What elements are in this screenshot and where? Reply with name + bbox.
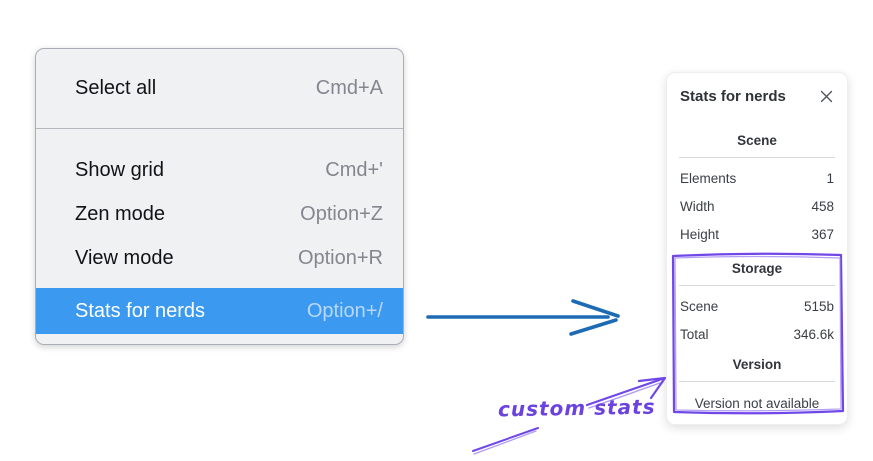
stat-value: 1 [826,170,834,186]
menu-item-shortcut: Option+R [297,246,383,269]
annotation-label: custom stats [497,394,656,422]
stat-row-scene-storage: Scene 515b [667,292,847,320]
version-note: Version not available [694,396,820,411]
menu-item-shortcut: Cmd+A [315,77,383,99]
stat-row-elements: Elements 1 [667,164,847,192]
storage-rows: Scene 515b Total 346.6k [667,292,847,348]
stat-row-height: Height 367 [667,220,847,248]
menu-item-select-all[interactable]: Select all Cmd+A [36,49,403,128]
stat-key: Scene [680,298,719,314]
scene-rows: Elements 1 Width 458 Height 367 [667,164,847,248]
stat-key: Width [680,198,715,214]
close-icon[interactable] [818,88,834,104]
section-header-version: Version [732,357,782,372]
context-menu: Select all Cmd+A Show grid Cmd+' Zen mod… [35,48,404,345]
menu-item-label: Stats for nerds [75,299,206,322]
stats-panel-header: Stats for nerds [667,73,847,106]
section-header-scene: Scene [737,133,777,148]
menu-separator [36,128,403,129]
menu-item-stats-for-nerds[interactable]: Stats for nerds Option+/ [36,288,403,334]
menu-item-label: Zen mode [75,202,166,225]
stats-panel-title: Stats for nerds [680,87,786,105]
stat-key: Total [680,326,709,342]
stat-value: 458 [811,198,834,214]
menu-item-zen-mode[interactable]: Zen mode Option+Z [36,192,403,236]
menu-item-view-mode[interactable]: View mode Option+R [36,236,403,280]
stat-value: 346.6k [793,326,834,342]
section-divider [679,381,835,382]
menu-item-shortcut: Cmd+' [325,158,383,181]
stat-row-width: Width 458 [667,192,847,220]
stat-value: 367 [811,226,834,242]
stats-panel: Stats for nerds Scene Elements 1 Width 4… [666,72,848,425]
menu-item-label: View mode [75,246,174,269]
stat-key: Height [680,226,720,242]
section-divider [679,157,835,158]
menu-item-label: Select all [75,77,157,99]
section-divider [679,285,835,286]
menu-item-shortcut: Option+/ [306,299,383,322]
stat-key: Elements [680,170,737,186]
menu-item-label: Show grid [75,158,164,181]
menu-item-shortcut: Option+Z [300,202,383,225]
menu-item-show-grid[interactable]: Show grid Cmd+' [36,148,403,192]
stat-row-total-storage: Total 346.6k [667,320,847,348]
menu-group: Show grid Cmd+' Zen mode Option+Z View m… [36,129,403,334]
stat-value: 515b [803,298,834,314]
section-header-storage: Storage [731,261,783,276]
